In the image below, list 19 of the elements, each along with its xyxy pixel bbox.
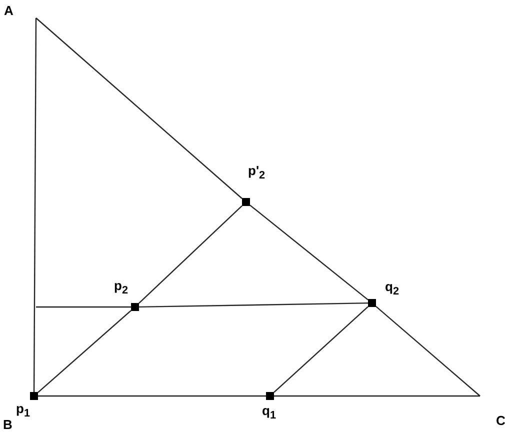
line-segment <box>250 204 368 300</box>
line-segment <box>36 18 242 199</box>
line-segment <box>38 310 132 393</box>
line-segment <box>274 306 368 393</box>
line-segment <box>36 306 131 308</box>
vertex-label: B <box>3 418 12 432</box>
point-label: p$_{2}$ <box>114 279 128 298</box>
vertex-label: A <box>4 4 14 18</box>
vertex-label: C <box>496 414 505 428</box>
line-segment <box>38 395 266 397</box>
line-segment <box>33 18 37 392</box>
line-segment <box>139 302 368 308</box>
point-label: q$_{2}$ <box>385 280 399 299</box>
point-label: q$_{1}$ <box>262 404 276 423</box>
line-segment <box>274 395 480 397</box>
point-label: p$_{1}$ <box>16 402 30 421</box>
line-segment <box>376 306 480 396</box>
point-label: p'$_{2}$ <box>248 164 266 183</box>
line-segment <box>138 205 242 304</box>
